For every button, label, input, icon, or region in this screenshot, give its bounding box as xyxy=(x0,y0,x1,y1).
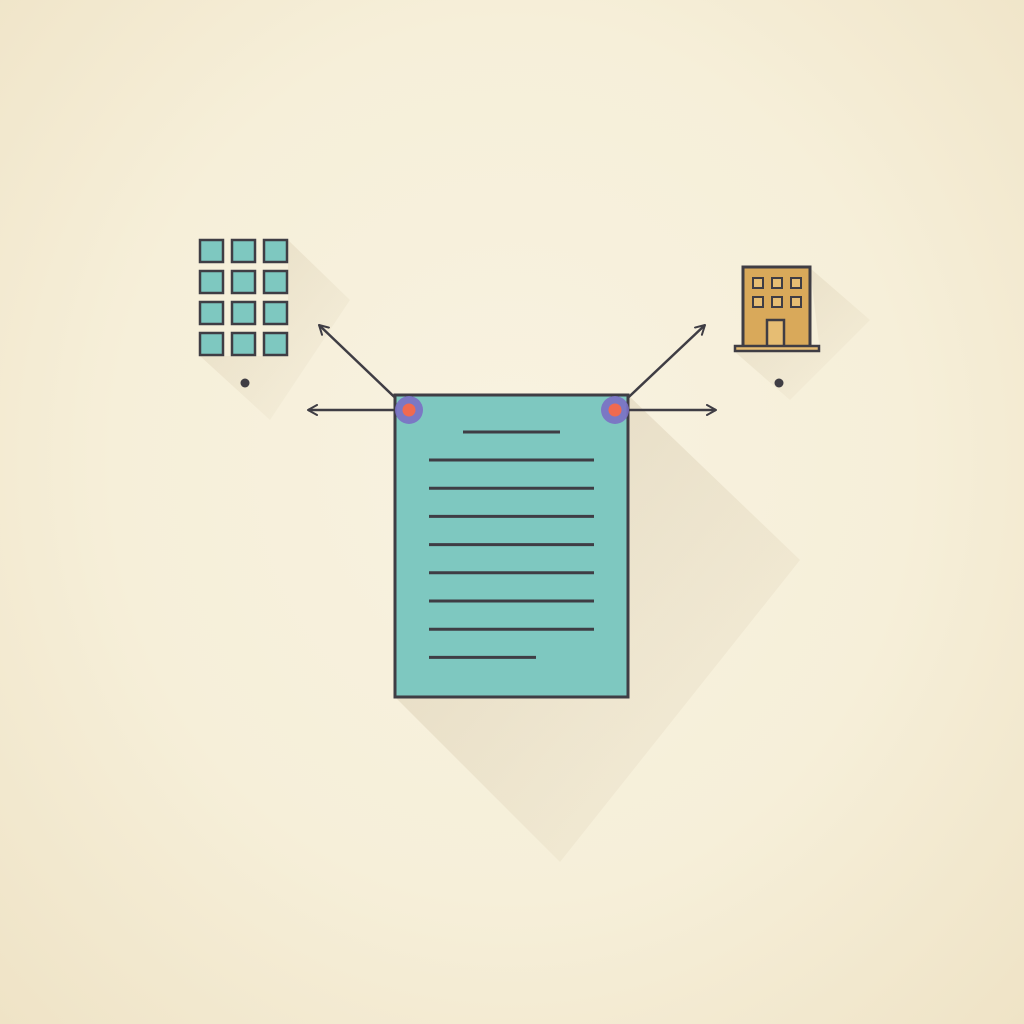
document-text-lines xyxy=(429,458,594,659)
grid-cell xyxy=(198,238,225,264)
grid-cell xyxy=(198,331,225,357)
grid-cell xyxy=(230,269,257,295)
grid-icon xyxy=(198,238,289,357)
grid-cell xyxy=(198,269,225,295)
anchor-left xyxy=(395,396,423,424)
building-windows xyxy=(752,277,802,308)
arrow-to-grid-diagonal xyxy=(318,324,409,411)
document-shadow xyxy=(395,395,800,862)
grid-cell xyxy=(198,300,225,326)
grid-caption-dot xyxy=(240,378,250,388)
building-door xyxy=(765,318,786,349)
building-icon xyxy=(733,265,821,353)
building-caption-dot xyxy=(774,378,784,388)
grid-cell xyxy=(262,269,289,295)
building-window xyxy=(771,296,783,308)
grid-cell xyxy=(262,238,289,264)
grid-shadow xyxy=(200,240,350,420)
anchor-right xyxy=(601,396,629,424)
building-shadow xyxy=(735,268,870,400)
building-window xyxy=(752,277,764,289)
grid-cell xyxy=(230,300,257,326)
arrow-to-building-diagonal xyxy=(614,324,706,411)
building-window xyxy=(771,277,783,289)
grid-cell xyxy=(230,331,257,357)
building-window xyxy=(790,277,802,289)
grid-cell xyxy=(262,300,289,326)
document-icon xyxy=(393,393,630,699)
building-base xyxy=(733,344,821,353)
anchor-left-core xyxy=(402,403,416,417)
anchor-right-core xyxy=(608,403,622,417)
grid-cell xyxy=(262,331,289,357)
building-window xyxy=(790,296,802,308)
building-window xyxy=(752,296,764,308)
grid-cell xyxy=(230,238,257,264)
